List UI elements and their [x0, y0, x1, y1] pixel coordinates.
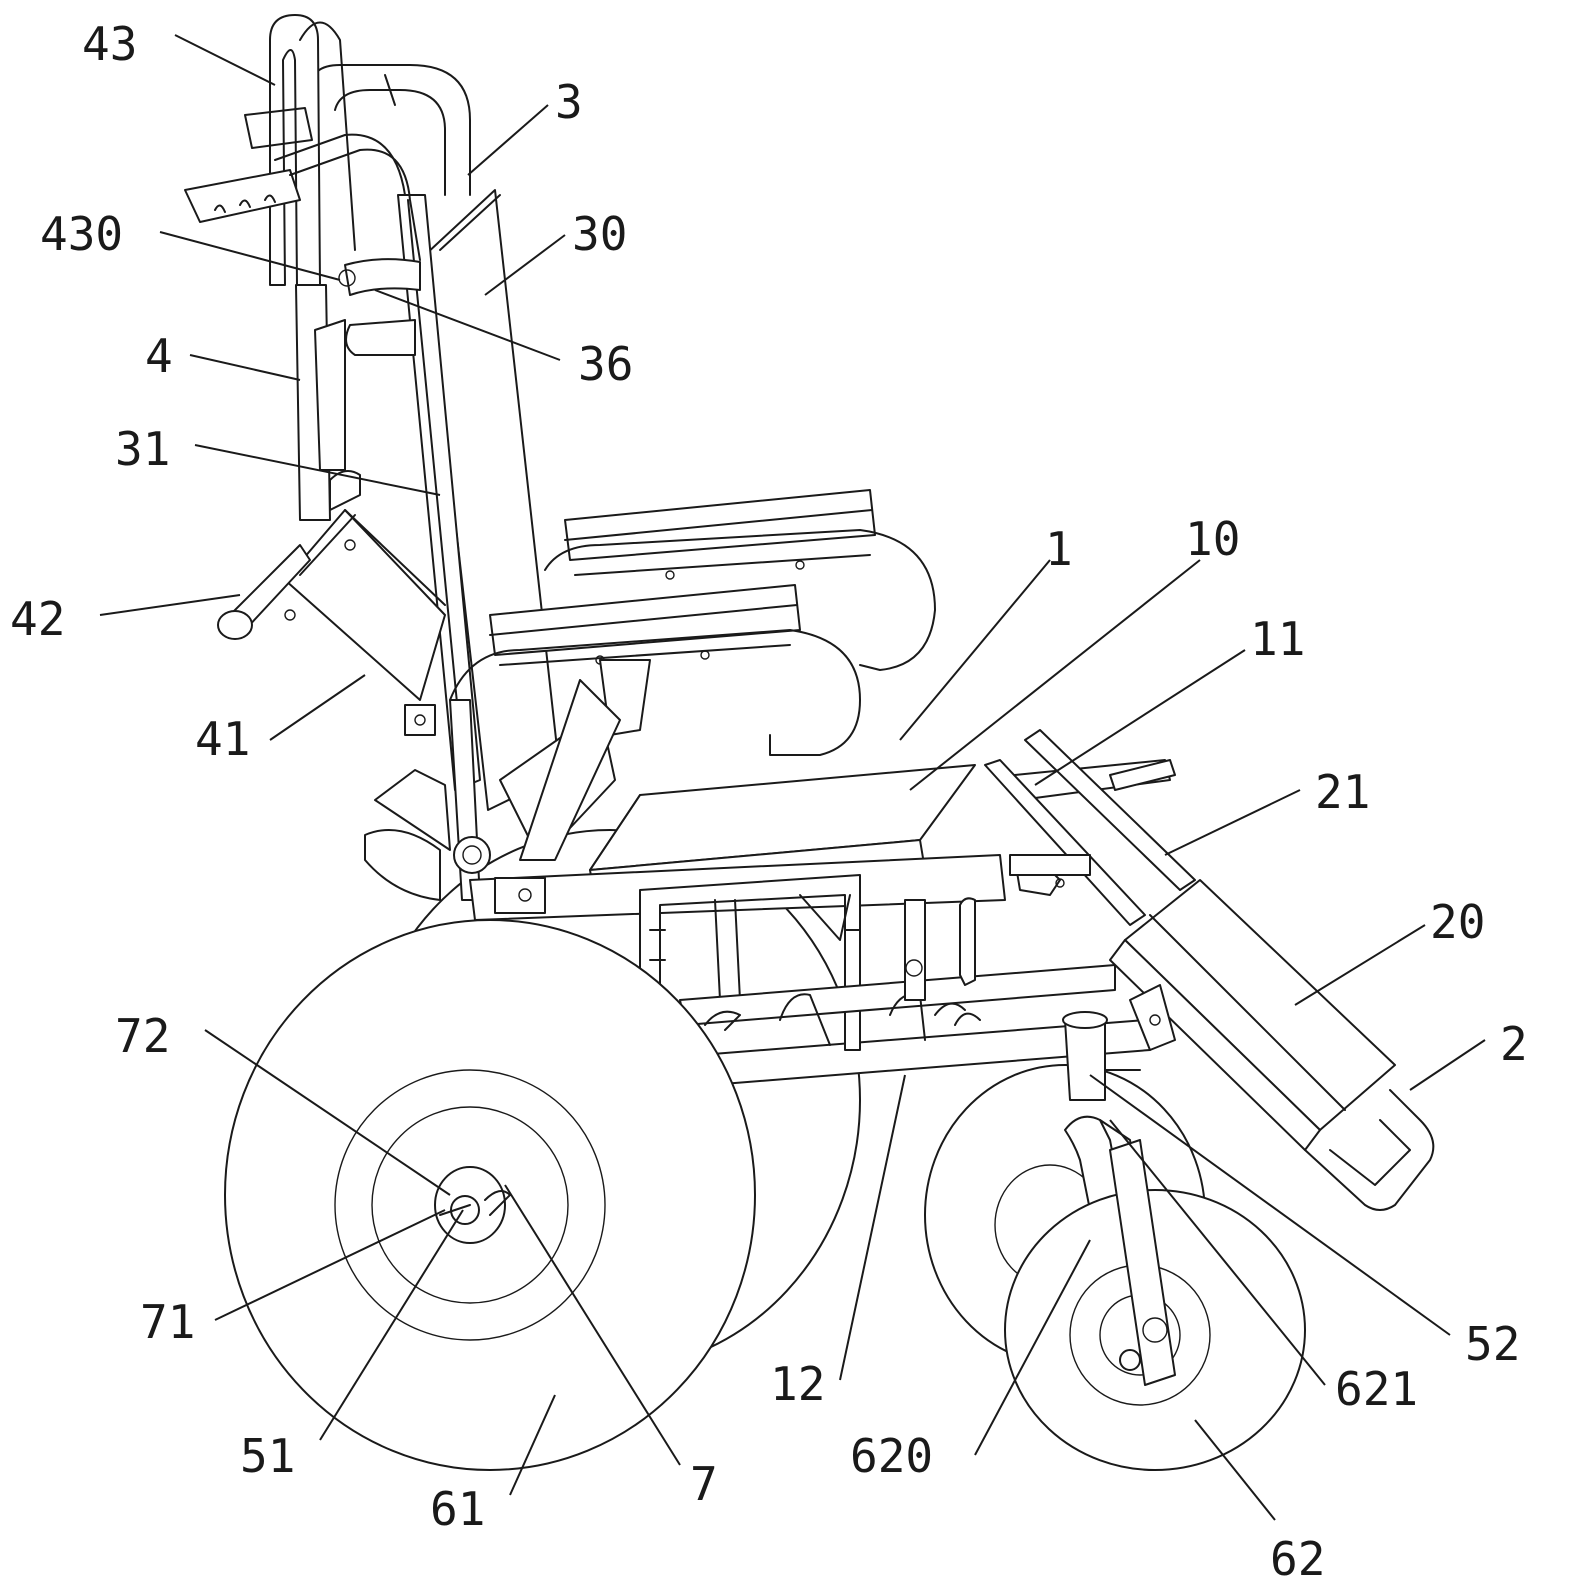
label-1: 1: [1045, 522, 1073, 576]
label-42: 42: [10, 592, 65, 646]
label-21: 21: [1315, 765, 1370, 819]
label-41: 41: [195, 712, 250, 766]
label-12: 12: [770, 1357, 825, 1411]
battery-box: [218, 471, 445, 735]
label-72: 72: [115, 1009, 170, 1063]
label-43: 43: [82, 17, 137, 71]
label-430: 430: [40, 207, 123, 261]
label-52: 52: [1465, 1317, 1520, 1371]
label-10: 10: [1185, 512, 1240, 566]
label-11: 11: [1250, 612, 1305, 666]
label-36: 36: [578, 337, 633, 391]
label-620: 620: [850, 1429, 933, 1483]
label-7: 7: [690, 1457, 718, 1511]
rear-wheel-near: [225, 920, 755, 1470]
label-621: 621: [1335, 1362, 1418, 1416]
label-30: 30: [572, 207, 627, 261]
label-3: 3: [555, 75, 583, 129]
label-62: 62: [1270, 1532, 1325, 1586]
label-20: 20: [1430, 895, 1485, 949]
label-61: 61: [430, 1482, 485, 1536]
label-2: 2: [1500, 1017, 1528, 1071]
label-31: 31: [115, 422, 170, 476]
backrest-frame: [185, 15, 560, 810]
label-51: 51: [240, 1429, 295, 1483]
label-4: 4: [145, 329, 173, 383]
label-71: 71: [140, 1295, 195, 1349]
